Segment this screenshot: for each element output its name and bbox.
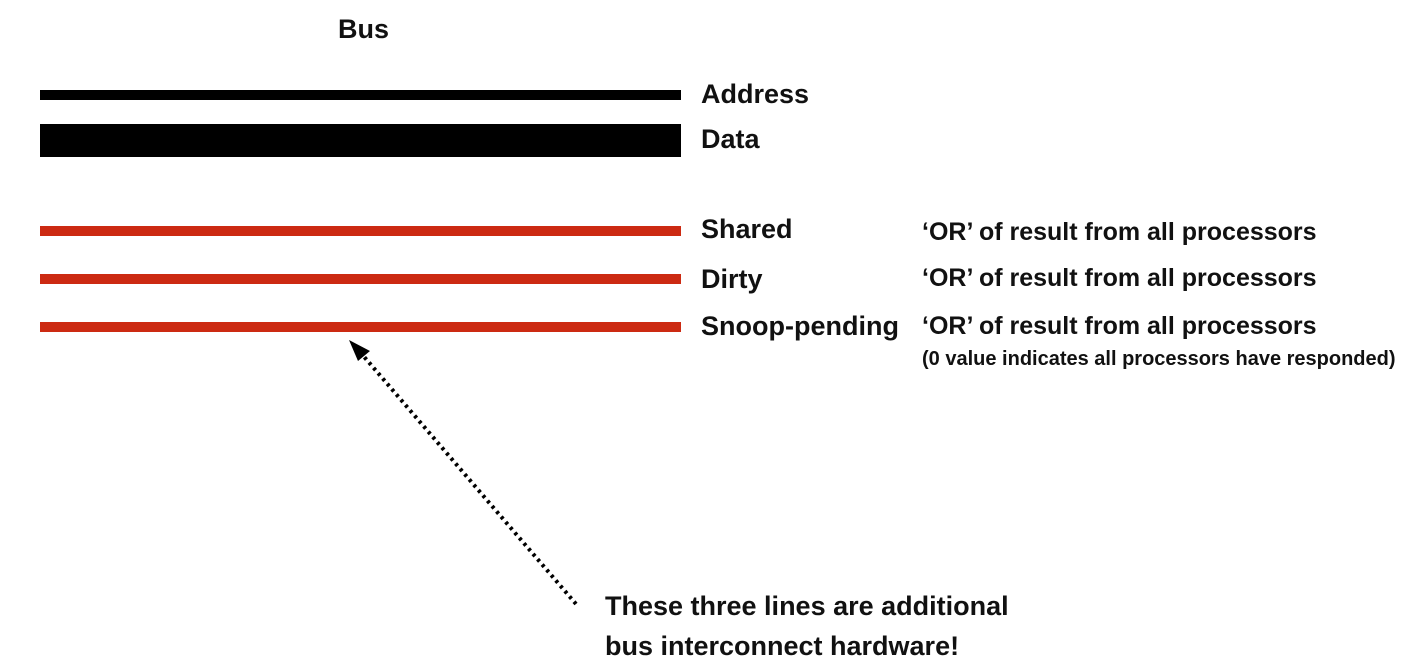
callout-line-1: These three lines are additional	[605, 591, 1009, 621]
address-line	[40, 90, 681, 100]
dirty-label: Dirty	[701, 264, 763, 294]
shared-line	[40, 226, 681, 236]
snoop-pending-line	[40, 322, 681, 332]
snoop-pending-description: ‘OR’ of result from all processors	[922, 312, 1317, 340]
dirty-line	[40, 274, 681, 284]
data-line	[40, 124, 681, 157]
dirty-description: ‘OR’ of result from all processors	[922, 264, 1317, 292]
shared-description: ‘OR’ of result from all processors	[922, 218, 1317, 246]
address-label: Address	[701, 79, 810, 109]
dotted-arrow-head	[349, 340, 370, 361]
data-label: Data	[701, 124, 760, 154]
callout-line-2: bus interconnect hardware!	[605, 631, 960, 661]
bus-title: Bus	[338, 14, 390, 44]
snoop-pending-note: (0 value indicates all processors have r…	[922, 348, 1396, 370]
snoop-pending-label: Snoop-pending	[701, 311, 899, 341]
shared-label: Shared	[701, 214, 793, 244]
dotted-arrow-shaft	[358, 350, 578, 606]
